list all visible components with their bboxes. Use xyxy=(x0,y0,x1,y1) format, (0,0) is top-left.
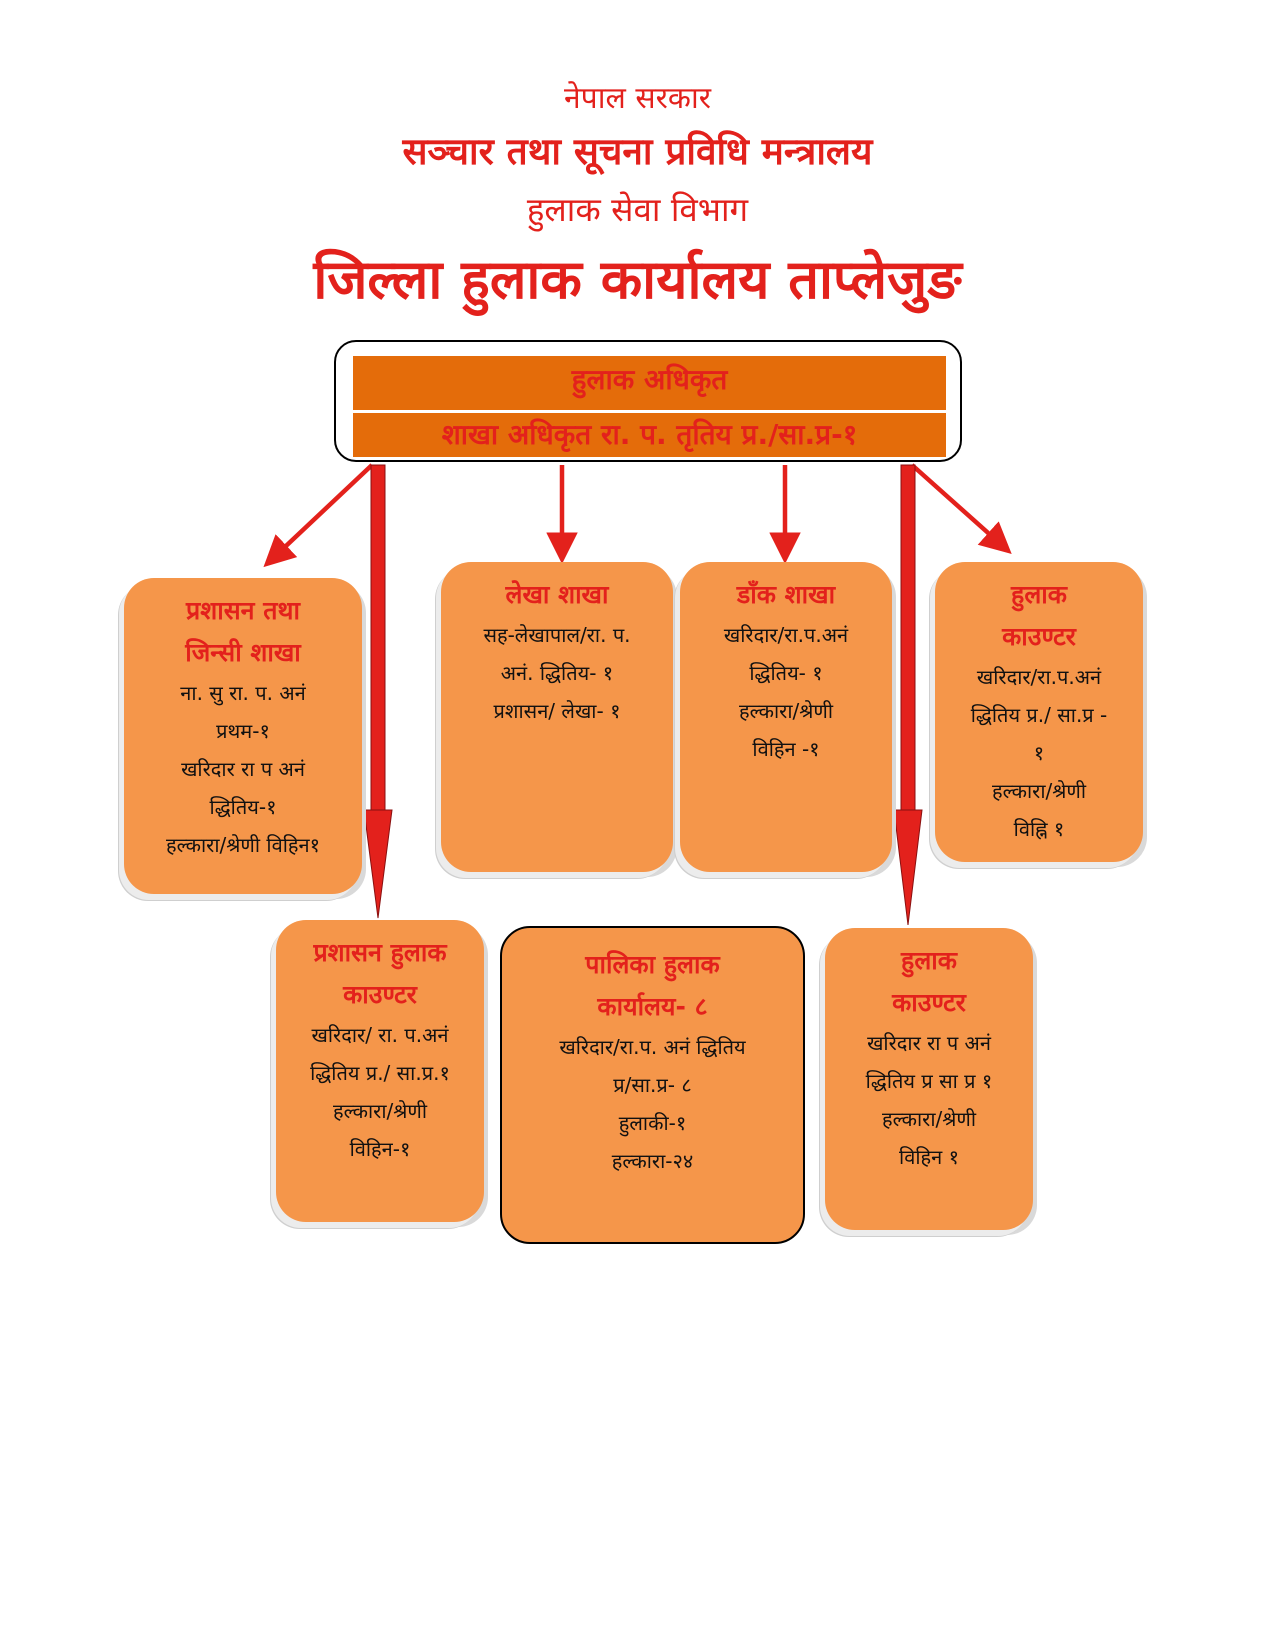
municipal-postal-office-box: पालिका हुलाक कार्यालय- ८ खरिदार/रा.प. अन… xyxy=(500,926,805,1244)
box-title: हुलाक xyxy=(901,946,957,975)
box-title: काउण्टर xyxy=(1002,622,1076,651)
box-line: खरिदार/रा.प.अनं xyxy=(723,623,849,647)
box-title: कार्यालय- ८ xyxy=(597,992,708,1021)
box-line: हल्कारा/श्रेणी विहिन१ xyxy=(165,833,321,857)
arrow-to-admin-counter xyxy=(363,464,393,919)
box-title: काउण्टर xyxy=(892,988,966,1017)
postal-officer-box: हुलाक अधिकृत शाखा अधिकृत रा. प. तृतिय प्… xyxy=(334,340,962,462)
box-line: द्धितिय-१ xyxy=(209,795,277,819)
box-line: खरिदार रा प अनं xyxy=(867,1031,991,1055)
box-line: हुलाकी-१ xyxy=(618,1111,687,1135)
box-title: काउण्टर xyxy=(343,980,417,1009)
box-line: खरिदार/रा.प.अनं xyxy=(976,665,1102,689)
box-line: विहिन १ xyxy=(899,1145,959,1169)
box-line: अनं. द्धितिय- १ xyxy=(500,661,614,685)
mail-section-box: डाँक शाखा खरिदार/रा.प.अनं द्धितिय- १ हल्… xyxy=(680,562,892,872)
arrow-to-admin xyxy=(263,463,374,568)
arrow-to-counter-bottom xyxy=(893,464,923,926)
box-line: विह्नि १ xyxy=(1013,817,1065,841)
box-line: विहिन-१ xyxy=(349,1137,411,1161)
box-line: प्रशासन/ लेखा- १ xyxy=(493,699,621,723)
box-title: पालिका हुलाक xyxy=(585,950,720,979)
box-line: विहिन -१ xyxy=(752,737,820,761)
box-line: हल्कारा-२४ xyxy=(611,1149,694,1173)
office-title: जिल्ला हुलाक कार्यालय ताप्लेजुङ xyxy=(313,248,962,311)
box-title: हुलाक xyxy=(1011,580,1067,609)
box-title: लेखा शाखा xyxy=(505,580,609,609)
box-line: प्रथम-१ xyxy=(216,719,270,743)
admin-counter-box: प्रशासन हुलाक काउण्टर खरिदार/ रा. प.अनं … xyxy=(276,920,484,1222)
box-title: जिन्सी शाखा xyxy=(185,638,301,667)
admin-store-section-box: प्रशासन तथा जिन्सी शाखा ना. सु रा. प. अन… xyxy=(124,578,362,894)
counter-bottom-box: हुलाक काउण्टर खरिदार रा प अनं द्धितिय प्… xyxy=(825,928,1033,1230)
box-line: खरिदार/रा.प. अनं द्धितिय xyxy=(559,1035,746,1059)
box-line: खरिदार रा प अनं xyxy=(181,757,305,781)
box-title: प्रशासन हुलाक xyxy=(313,938,447,967)
box-line: हल्कारा/श्रेणी xyxy=(881,1107,977,1131)
box-line: द्धितिय- १ xyxy=(749,661,823,685)
box-line: हल्कारा/श्रेणी xyxy=(738,699,834,723)
box-line: प्र/सा.प्र- ८ xyxy=(613,1073,692,1097)
box-line: १ xyxy=(1033,741,1045,765)
postal-officer-title: हुलाक अधिकृत xyxy=(353,356,946,410)
box-line: खरिदार/ रा. प.अनं xyxy=(311,1023,449,1047)
postal-officer-post: शाखा अधिकृत रा. प. तृतिय प्र./सा.प्र-१ xyxy=(353,413,946,457)
box-line: द्धितिय प्र./ सा.प्र - xyxy=(970,703,1108,727)
accounts-section-box: लेखा शाखा सह-लेखापाल/रा. प. अनं. द्धितिय… xyxy=(441,562,673,872)
box-line: द्धितिय प्र./ सा.प्र.१ xyxy=(310,1061,450,1085)
box-title: डाँक शाखा xyxy=(736,580,836,609)
box-line: द्धितिय प्र सा प्र १ xyxy=(865,1069,993,1093)
box-line: हल्कारा/श्रेणी xyxy=(332,1099,428,1123)
counter-right-box: हुलाक काउण्टर खरिदार/रा.प.अनं द्धितिय प्… xyxy=(935,562,1143,862)
box-line: सह-लेखापाल/रा. प. xyxy=(483,623,631,647)
box-title: प्रशासन तथा xyxy=(186,596,300,625)
department-name: हुलाक सेवा विभाग xyxy=(526,190,749,229)
ministry-name: सञ्चार तथा सूचना प्रविधि मन्त्रालय xyxy=(402,130,873,173)
govt-name: नेपाल सरकार xyxy=(564,81,711,116)
box-line: ना. सु रा. प. अनं xyxy=(180,681,306,705)
box-line: हल्कारा/श्रेणी xyxy=(991,779,1087,803)
arrow-to-counter-right xyxy=(910,463,1012,554)
